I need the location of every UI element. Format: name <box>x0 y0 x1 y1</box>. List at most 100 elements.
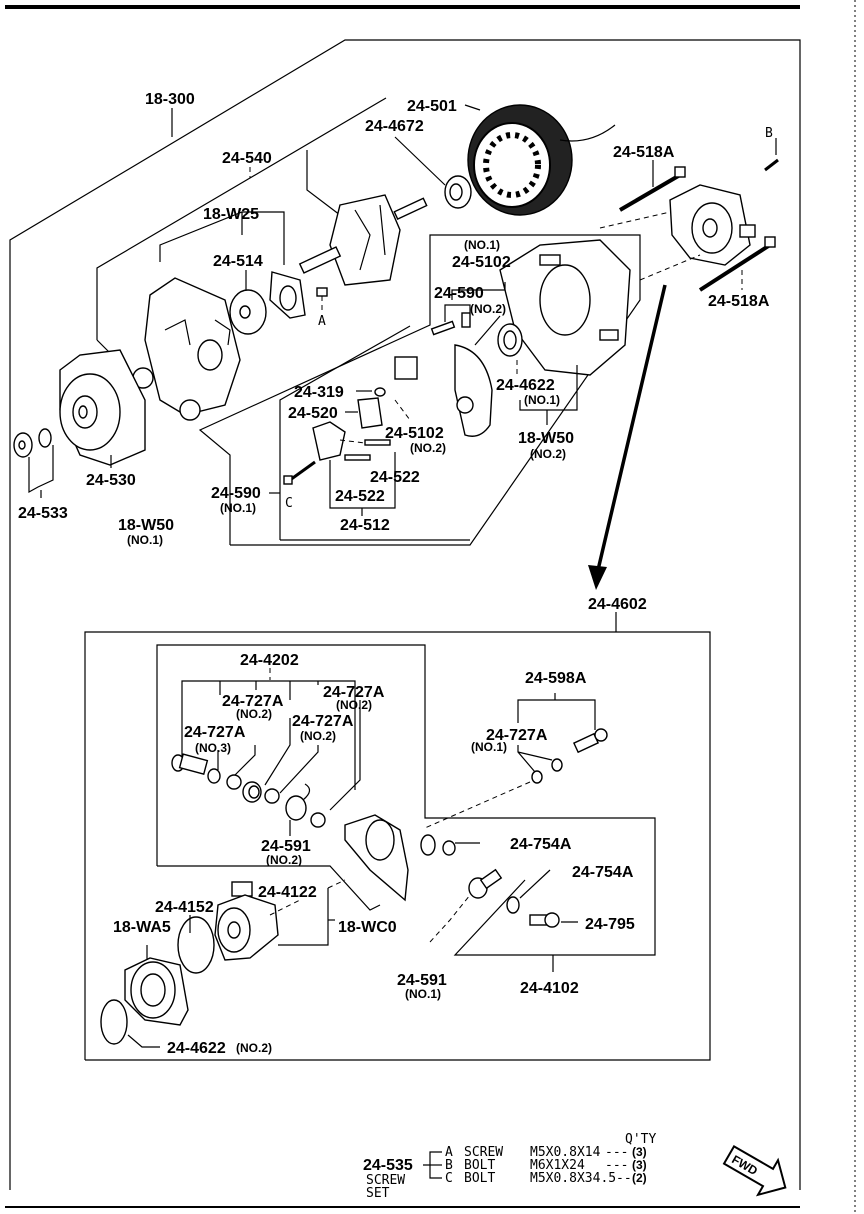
screw-set-part-number: 24-535 <box>363 1157 413 1174</box>
brush-24-522 <box>344 439 391 461</box>
label-24-598A: 24-598A <box>525 670 587 687</box>
union-bolt-24-598A <box>572 728 608 754</box>
label-24-590-no1: 24-590 <box>211 485 261 502</box>
label-24-533: 24-533 <box>18 505 68 522</box>
label-24-501: 24-501 <box>407 98 457 115</box>
screw-set-b-ref: B <box>445 1158 453 1173</box>
label-24-518A-top: 24-518A <box>613 144 675 161</box>
o-ring-24-4152 <box>177 916 215 974</box>
label-no1-5102: (NO.1) <box>464 238 500 252</box>
label-no2-5102: (NO.2) <box>410 441 446 455</box>
screw-set-b-qty: (3) <box>632 1158 647 1172</box>
bearing-24-514 <box>229 289 267 335</box>
label-24-4102: 24-4102 <box>520 980 579 997</box>
label-no2-4622: (NO.2) <box>236 1041 272 1055</box>
frame-18-300 <box>9 39 801 1190</box>
o-ring-no2-a <box>226 774 242 790</box>
o-ring-no2-c <box>310 812 326 828</box>
label-18-W25: 18-W25 <box>203 206 259 223</box>
screw-set-c-ref: C <box>445 1171 453 1186</box>
label-24-4622-no2: 24-4622 <box>167 1040 226 1057</box>
label-24-514: 24-514 <box>213 253 263 270</box>
screw-a <box>316 287 328 312</box>
screw-set-c-qty: (2) <box>632 1171 647 1185</box>
svg-text:--: -- <box>616 1171 632 1186</box>
label-24-591-no1: 24-591 <box>397 972 447 989</box>
bolt-24-590-no2 <box>430 312 471 336</box>
top-rule <box>5 5 800 9</box>
detail-arrow <box>596 284 667 571</box>
label-24-590-no2: 24-590 <box>434 285 484 302</box>
pump-housing <box>344 814 436 902</box>
label-24-727A-no2-b: 24-727A <box>323 684 385 701</box>
label-no2-c: (NO.2) <box>300 729 336 743</box>
label-ref-a: A <box>318 314 326 329</box>
connector-24-319 <box>374 356 418 397</box>
svg-text:---: --- <box>605 1145 628 1160</box>
label-24-5102-no1: 24-5102 <box>452 254 511 271</box>
label-24-518A-bottom: 24-518A <box>708 293 770 310</box>
seal-24-4622 <box>497 323 523 357</box>
frame-24-540 <box>96 97 387 340</box>
label-24-5102-no2: 24-5102 <box>385 425 444 442</box>
label-18-WA5: 18-WA5 <box>113 919 171 936</box>
label-24-4202: 24-4202 <box>240 652 299 669</box>
screw-set-c-type: BOLT <box>464 1171 495 1186</box>
brush-holder <box>312 421 346 461</box>
o-ring-no1-a <box>551 758 563 772</box>
nut-washer-24-533 <box>13 428 52 458</box>
label-no1-590: (NO.1) <box>220 501 256 515</box>
check-valve-24-591-no1 <box>468 868 503 899</box>
label-24-4152: 24-4152 <box>155 899 214 916</box>
screw-set-a-ref: A <box>445 1145 453 1160</box>
label-24-512: 24-512 <box>340 517 390 534</box>
o-ring-754A-a <box>442 840 456 856</box>
frame-18-W50 <box>198 234 641 546</box>
label-24-754A-a: 24-754A <box>510 836 572 853</box>
frame-24-4202 <box>156 644 656 956</box>
label-no1-W50: (NO.1) <box>127 533 163 547</box>
pulley-fan-24-530 <box>59 349 146 466</box>
label-24-4602: 24-4602 <box>588 596 647 613</box>
screw-set-a-spec: M5X0.8X14 <box>530 1145 601 1160</box>
label-24-4122: 24-4122 <box>258 884 317 901</box>
label-no1-727: (NO.1) <box>471 740 507 754</box>
label-no2-W50: (NO.2) <box>530 447 566 461</box>
valve-seal <box>242 781 262 803</box>
bolt-24-590-no1 <box>283 460 316 485</box>
screw-set-table: Q'TY 24-535 SCREW SET A SCREW M5X0.8X14 … <box>363 1132 656 1201</box>
o-ring-24-4622-no2 <box>100 999 128 1045</box>
o-ring-no1-b <box>531 770 543 784</box>
bearing-24-4672 <box>444 175 472 209</box>
label-no2-a: (NO.2) <box>236 707 272 721</box>
label-no1-4622: (NO.1) <box>524 393 560 407</box>
label-24-540: 24-540 <box>222 150 272 167</box>
svg-text:---: --- <box>605 1158 628 1173</box>
screw-set-c-spec: M5X0.8X34.5 <box>530 1171 616 1186</box>
label-24-4672: 24-4672 <box>365 118 424 135</box>
o-ring-no2-b <box>264 788 280 804</box>
bolt-24-518A-top <box>618 166 686 212</box>
gasket-24-520 <box>357 397 383 429</box>
end-cover-18-WA5 <box>124 957 189 1026</box>
plug-bolt <box>171 753 209 775</box>
label-18-WC0: 18-WC0 <box>338 919 397 936</box>
label-no1-591: (NO.1) <box>405 987 441 1001</box>
rectifier-plate <box>454 344 493 437</box>
label-18-W50-no2: 18-W50 <box>518 430 574 447</box>
label-24-727A-no1: 24-727A <box>486 727 548 744</box>
plug-24-795 <box>529 912 560 928</box>
label-no2-591: (NO.2) <box>266 853 302 867</box>
label-no2-590: (NO.2) <box>470 302 506 316</box>
fwd-direction-icon: FWD <box>722 1144 787 1197</box>
label-24-795: 24-795 <box>585 916 635 933</box>
vacuum-pump-head <box>669 184 756 266</box>
label-18-W50-no1: 18-W50 <box>118 517 174 534</box>
screw-set-a-qty: (3) <box>632 1145 647 1159</box>
label-24-319: 24-319 <box>294 384 344 401</box>
label-24-520: 24-520 <box>288 405 338 422</box>
rear-housing <box>499 239 631 376</box>
o-ring-no3 <box>207 768 221 784</box>
screw-set-name-1: SCREW <box>366 1173 405 1188</box>
